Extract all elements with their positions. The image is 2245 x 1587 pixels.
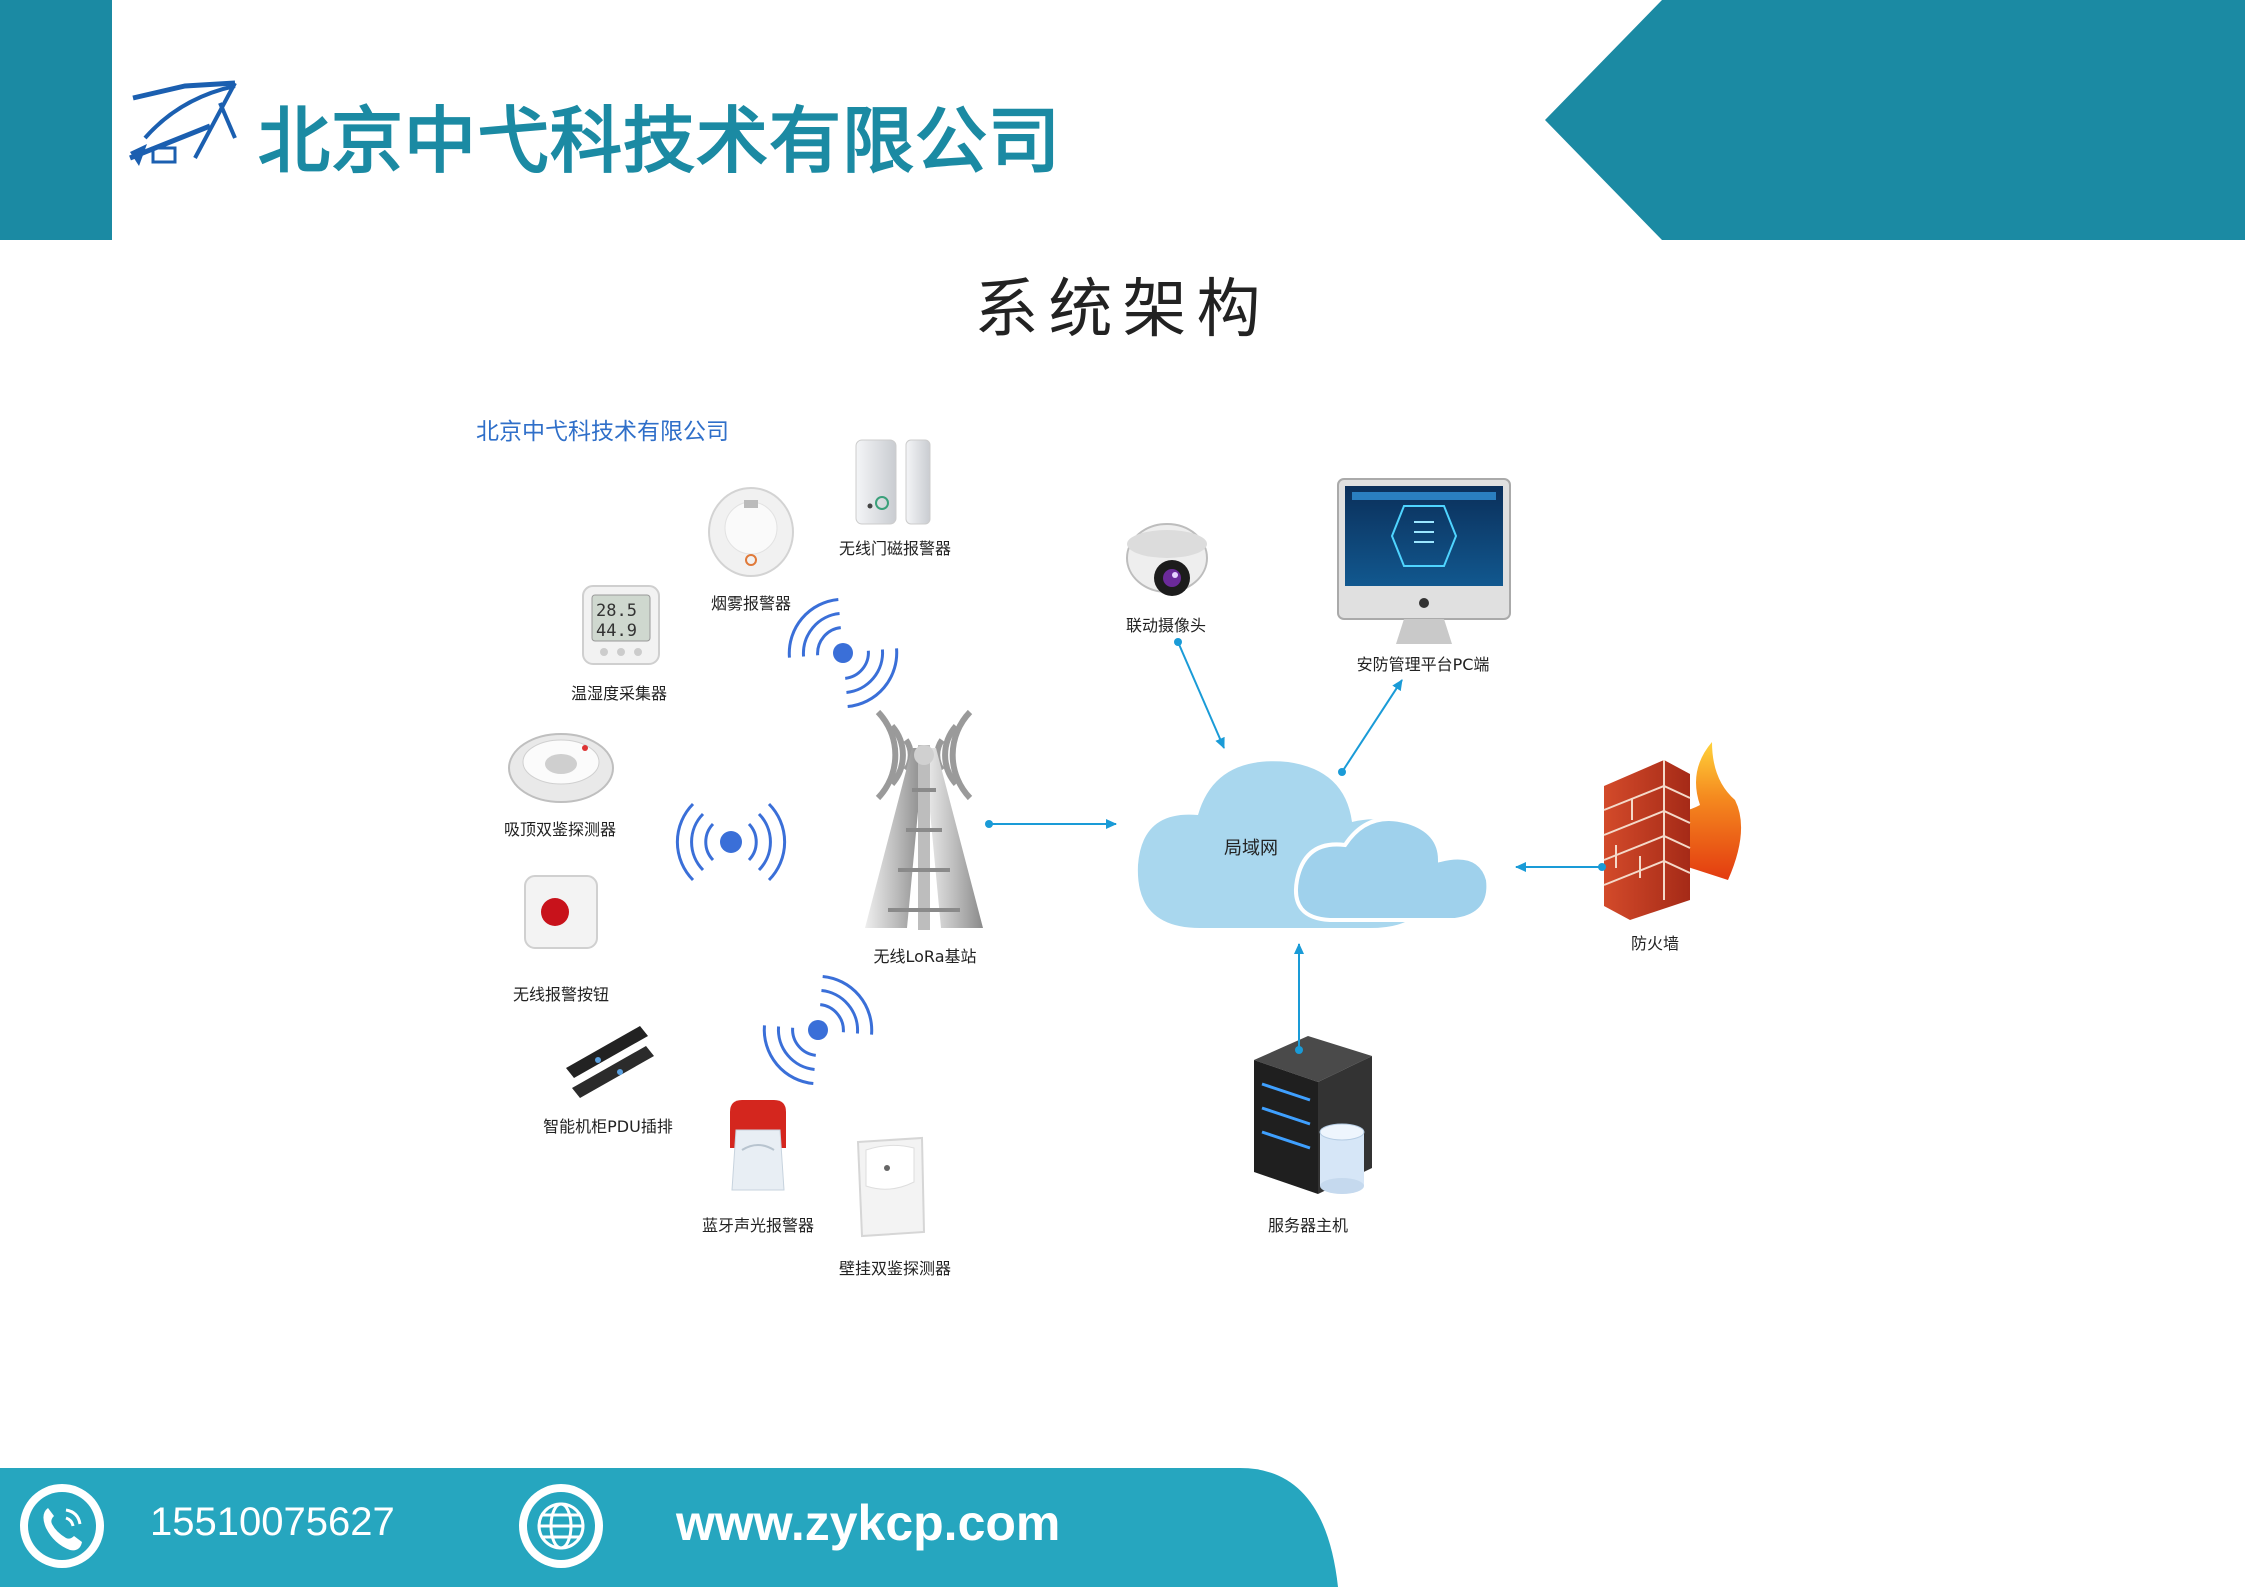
signal-waves-bottom-icon xyxy=(762,974,874,1086)
camera-icon xyxy=(1126,523,1208,596)
header-left-bar xyxy=(0,0,112,240)
footer-bar xyxy=(0,1468,1338,1587)
wall-detector-icon xyxy=(856,1136,926,1238)
header-right-banner xyxy=(1545,0,2245,240)
thermo-temp-readout: 28.5 xyxy=(596,601,637,621)
door-sensor-icon xyxy=(855,439,931,525)
ceiling-detector-icon xyxy=(508,733,614,803)
page-title: 系统架构 xyxy=(974,273,1271,347)
label-camera: 联动摄像头 xyxy=(1125,616,1207,635)
label-lan: 局域网 xyxy=(1224,838,1278,859)
label-firewall: 防火墙 xyxy=(1630,934,1680,953)
label-bluetooth-alarm: 蓝牙声光报警器 xyxy=(701,1216,815,1235)
label-alarm-button: 无线报警按钮 xyxy=(512,985,610,1004)
lan-cloud-icon xyxy=(1137,761,1491,928)
server-icon xyxy=(1254,1036,1372,1194)
monitor-icon xyxy=(1337,478,1511,644)
label-lora-station: 无线LoRa基站 xyxy=(873,947,977,966)
thermo-hygrometer-icon: 28.5 44.9 xyxy=(582,585,660,665)
label-smoke-alarm: 烟雾报警器 xyxy=(710,594,792,613)
globe-icon xyxy=(519,1484,603,1568)
company-name: 北京中弋科技术有限公司 xyxy=(258,99,1062,183)
bluetooth-siren-icon xyxy=(730,1100,786,1191)
label-server: 服务器主机 xyxy=(1267,1216,1349,1235)
label-pdu: 智能机柜PDU插排 xyxy=(543,1117,673,1136)
firewall-icon xyxy=(1603,742,1742,920)
label-door-sensor: 无线门磁报警器 xyxy=(838,539,952,558)
lora-tower-icon xyxy=(865,709,983,930)
phone-icon xyxy=(20,1484,104,1568)
label-pc-platform: 安防管理平台PC端 xyxy=(1356,655,1490,674)
signal-waves-top-icon xyxy=(787,597,899,709)
pdu-icon xyxy=(566,1026,654,1098)
company-logo xyxy=(129,80,237,166)
label-wall-detector: 壁挂双鉴探测器 xyxy=(838,1259,952,1278)
alarm-button-icon xyxy=(524,875,598,949)
label-ceiling-detector: 吸顶双鉴探测器 xyxy=(503,820,617,839)
footer-phone: 15510075627 xyxy=(150,1500,395,1544)
thermo-humidity-readout: 44.9 xyxy=(596,621,637,641)
smoke-alarm-icon xyxy=(708,487,794,577)
connection-arrows xyxy=(985,638,1606,1054)
diagram-watermark: 北京中弋科技术有限公司 xyxy=(476,419,729,445)
footer-website[interactable]: www.zykcp.com xyxy=(676,1495,1061,1551)
label-temp-humidity: 温湿度采集器 xyxy=(570,684,668,703)
signal-waves-middle-icon xyxy=(675,802,787,882)
